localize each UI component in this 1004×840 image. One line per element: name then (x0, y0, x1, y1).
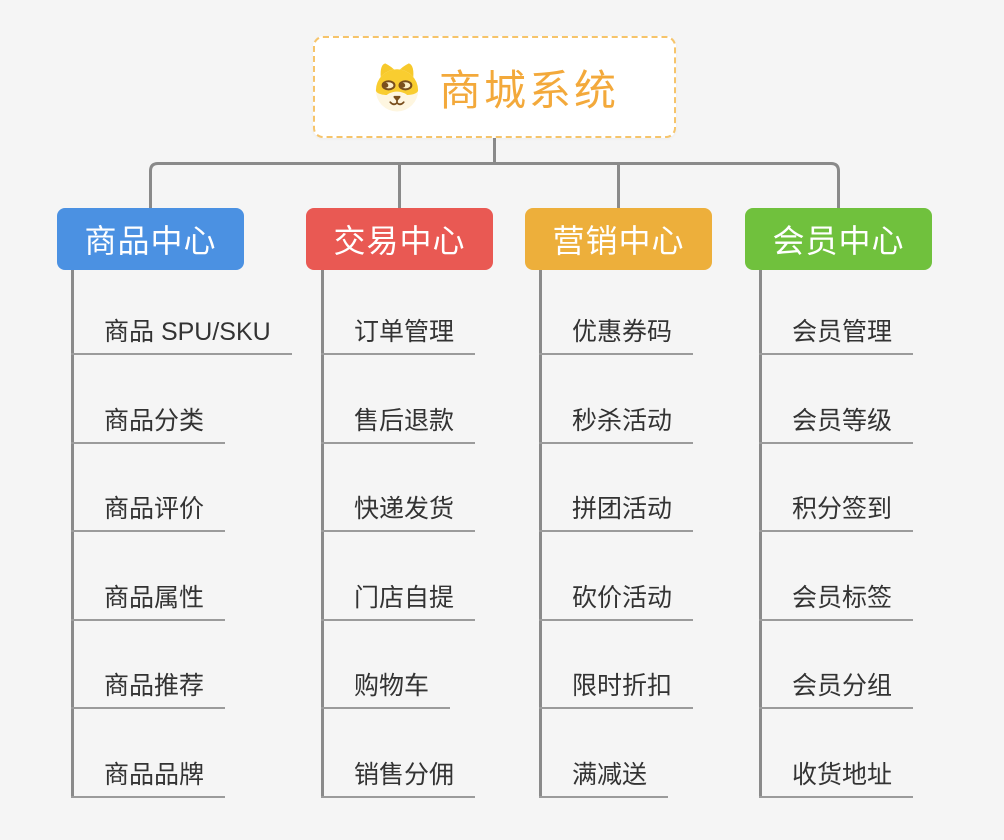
leaf-topic-order-management[interactable]: 订单管理 (321, 317, 476, 355)
leaf-topic-after-sale-refund[interactable]: 售后退款 (321, 406, 476, 444)
root-topic-title: 商城系统 (438, 66, 619, 114)
leaf-topic-product-brand[interactable]: 商品品牌 (71, 760, 226, 798)
leaf-topic-store-pickup[interactable]: 门店自提 (321, 583, 476, 621)
leaf-topic-bargain-activity[interactable]: 砍价活动 (539, 583, 694, 621)
branch-trade-center[interactable]: 交易中心 (306, 208, 493, 270)
leaf-topic-member-management[interactable]: 会员管理 (759, 317, 914, 355)
leaf-topic-product-review[interactable]: 商品评价 (71, 494, 226, 532)
marketing-center-children: 优惠券码 秒杀活动 拼团活动 砍价活动 限时折扣 满减送 (539, 270, 784, 800)
leaf-topic-points-checkin[interactable]: 积分签到 (759, 494, 914, 532)
branch-member-center[interactable]: 会员中心 (745, 208, 932, 270)
leaf-topic-express-delivery[interactable]: 快递发货 (321, 494, 476, 532)
root-topic[interactable]: 商城系统 (313, 36, 676, 138)
leaf-topic-member-group[interactable]: 会员分组 (759, 671, 914, 709)
leaf-topic-member-level[interactable]: 会员等级 (759, 406, 914, 444)
leaf-topic-coupon-code[interactable]: 优惠券码 (539, 317, 694, 355)
leaf-topic-product-category[interactable]: 商品分类 (71, 406, 226, 444)
leaf-topic-shipping-address[interactable]: 收货地址 (759, 760, 914, 798)
leaf-topic-product-attribute[interactable]: 商品属性 (71, 583, 226, 621)
leaf-topic-flash-sale[interactable]: 秒杀活动 (539, 406, 694, 444)
branch-marketing-center[interactable]: 营销中心 (525, 208, 712, 270)
leaf-topic-limited-time-discount[interactable]: 限时折扣 (539, 671, 694, 709)
branch-product-center[interactable]: 商品中心 (57, 208, 244, 270)
member-center-children: 会员管理 会员等级 积分签到 会员标签 会员分组 收货地址 (759, 270, 1004, 800)
dog-face-icon (370, 60, 424, 114)
leaf-topic-product-recommend[interactable]: 商品推荐 (71, 671, 226, 709)
leaf-topic-shopping-cart[interactable]: 购物车 (321, 671, 451, 709)
leaf-topic-product-spu-sku[interactable]: 商品 SPU/SKU (71, 317, 292, 355)
trade-center-children: 订单管理 售后退款 快递发货 门店自提 购物车 销售分佣 (321, 270, 566, 800)
product-center-children: 商品 SPU/SKU 商品分类 商品评价 商品属性 商品推荐 商品品牌 (71, 270, 316, 800)
leaf-topic-group-buy[interactable]: 拼团活动 (539, 494, 694, 532)
leaf-topic-sales-commission[interactable]: 销售分佣 (321, 760, 476, 798)
leaf-topic-member-tag[interactable]: 会员标签 (759, 583, 914, 621)
leaf-topic-full-reduction[interactable]: 满减送 (539, 760, 669, 798)
